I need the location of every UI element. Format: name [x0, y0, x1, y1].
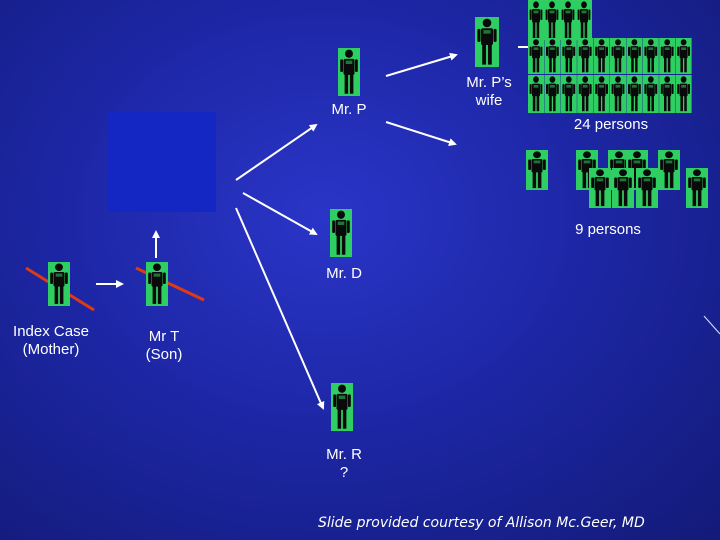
group-24-person-24 — [675, 75, 692, 113]
mr-p-wife-figure — [475, 17, 499, 67]
mr-p-figure — [338, 48, 360, 96]
group-24-person-10 — [610, 38, 626, 74]
mr-r-label: Mr. R ? — [326, 446, 362, 481]
group-9-person-6 — [589, 168, 611, 208]
group-24-person-2 — [544, 0, 560, 40]
mr-d-figure — [330, 209, 352, 257]
arrow-p-to-wife — [385, 52, 458, 77]
group-24-person-7 — [560, 38, 577, 74]
group-24-person-11 — [626, 38, 643, 74]
group-9-person-8 — [636, 168, 658, 208]
blue-placeholder-box — [108, 112, 216, 212]
mr-d-label: Mr. D — [326, 265, 362, 282]
group-9-person-7 — [612, 168, 634, 208]
mr-p-wife-label: Mr. P’s wife — [466, 74, 512, 109]
group-24-person-9 — [593, 38, 610, 74]
arrow-p-to-24 — [385, 121, 457, 146]
mr-r-figure — [331, 383, 353, 431]
group-24-person-14 — [675, 38, 692, 74]
mr-t-label: Mr T (Son) — [145, 328, 183, 363]
group-24-person-8 — [577, 38, 594, 74]
group-24-person-18 — [577, 75, 594, 113]
group-9-person-9 — [686, 168, 708, 208]
mr-p-label: Mr. P — [331, 101, 367, 118]
arrow-to-mr-d — [242, 192, 318, 235]
group-24-label: 24 persons — [573, 116, 649, 133]
arrow-to-mr-p — [235, 123, 318, 181]
group-24-person-15 — [528, 75, 544, 113]
mr-t-figure — [146, 262, 168, 306]
arrow-to-mr-r — [235, 207, 325, 410]
group-24-person-5 — [528, 38, 544, 74]
group-24-person-20 — [610, 75, 626, 113]
credit-line: Slide provided courtesy of Allison Mc.Ge… — [318, 515, 645, 531]
group-24-person-22 — [642, 75, 659, 113]
index-case-figure — [48, 262, 70, 306]
group-24-person-23 — [659, 75, 676, 113]
group-9-person-5 — [658, 150, 680, 190]
group-24-person-3 — [560, 0, 576, 40]
edge-slash — [703, 315, 720, 335]
group-24-person-21 — [626, 75, 643, 113]
group-24-person-4 — [576, 0, 592, 40]
index-case-label: Index Case (Mother) — [13, 323, 89, 358]
group-24-person-12 — [642, 38, 659, 74]
group-24-person-1 — [528, 0, 544, 40]
group-24-person-19 — [593, 75, 610, 113]
group-24-person-17 — [560, 75, 577, 113]
group-24-person-16 — [544, 75, 561, 113]
group-9-person-1 — [526, 150, 548, 190]
group-9-label: 9 persons — [575, 221, 641, 238]
group-24-person-6 — [544, 38, 561, 74]
group-24-person-13 — [659, 38, 676, 74]
